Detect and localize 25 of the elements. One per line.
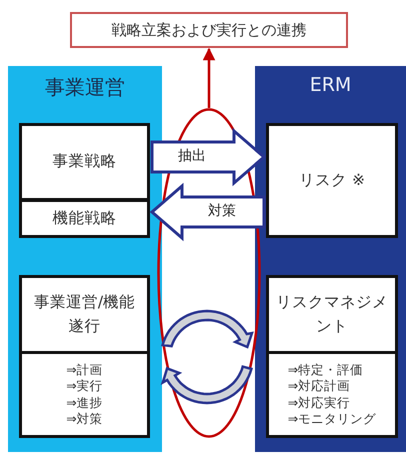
list-box <box>266 351 398 438</box>
list-item: ⇒対応計画 <box>286 378 352 394</box>
process-box: 事業戦略 <box>19 123 150 201</box>
arrow <box>202 48 216 108</box>
title-box: 戦略立案および実行との連携 <box>70 12 348 48</box>
process-box: リスク ※ <box>266 123 398 238</box>
edge-label: 抽出 <box>178 149 206 164</box>
block-arrow <box>150 128 266 186</box>
process-box: 事業運営/機能遂行 <box>19 275 150 354</box>
edge-label: 対策 <box>208 204 236 220</box>
list-item: ⇒実行 <box>65 378 104 394</box>
list-item: ⇒進捗 <box>65 394 104 411</box>
panel-heading: 事業運営 <box>45 74 125 101</box>
list-item: ⇒対策 <box>65 410 104 427</box>
panel-background <box>8 66 162 452</box>
list-item: ⇒特定・評価 <box>286 362 364 378</box>
process-box: リスクマネジメント <box>266 275 398 354</box>
process-box: 機能戦略 <box>19 199 150 238</box>
list-box <box>19 351 150 438</box>
block-arrow <box>150 182 266 242</box>
list-item: ⇒対応実行 <box>286 394 352 411</box>
list-item: ⇒モニタリング <box>286 410 378 427</box>
panel-heading: ERM <box>310 74 352 96</box>
list-item: ⇒計画 <box>65 362 104 378</box>
panel-background <box>255 66 406 452</box>
